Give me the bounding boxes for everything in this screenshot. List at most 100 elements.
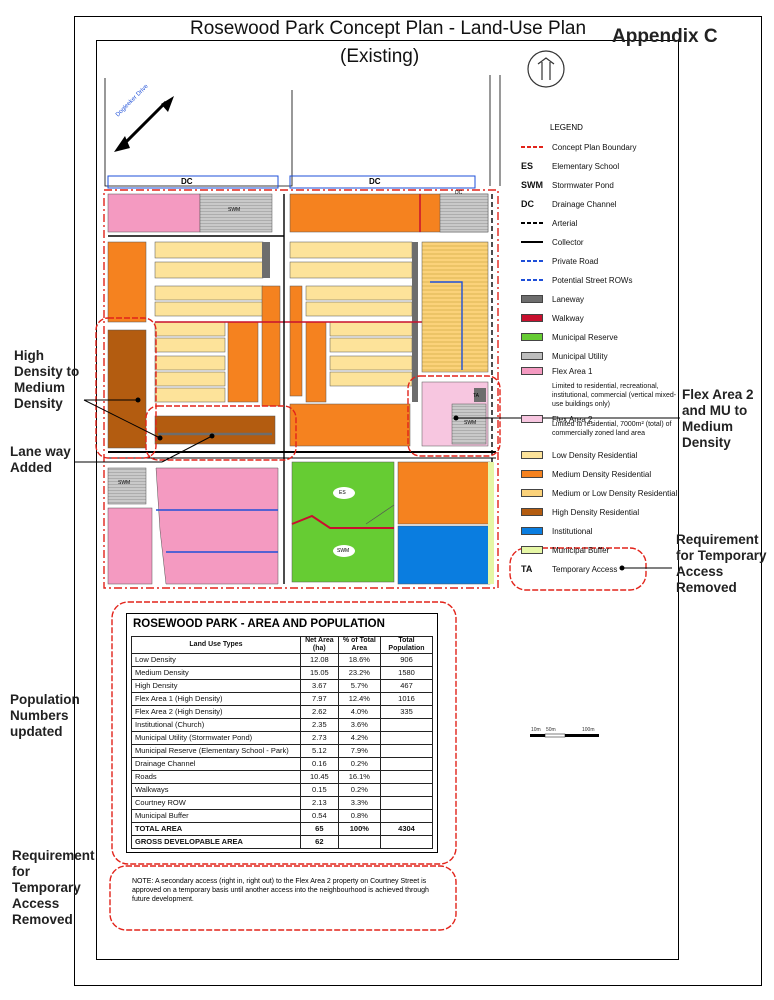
table-cell bbox=[380, 809, 433, 823]
table-cell bbox=[380, 757, 433, 771]
table-cell: Courtney ROW bbox=[131, 796, 301, 810]
table-cell: 65 bbox=[300, 822, 339, 836]
table-cell: 7.9% bbox=[337, 744, 382, 758]
legend-code: SWM bbox=[521, 180, 543, 190]
appendix-label: Appendix C bbox=[612, 26, 718, 47]
scale-label-100: 100m bbox=[582, 727, 595, 733]
swm-label-right: SWM bbox=[464, 420, 477, 426]
table-cell: 1016 bbox=[380, 692, 433, 706]
table-cell: 12.4% bbox=[337, 692, 382, 706]
dc-label-corner: DC bbox=[455, 190, 463, 196]
legend-item: Medium Density Residential bbox=[521, 467, 651, 481]
dc-label-right: DC bbox=[369, 177, 381, 186]
legend-label: Private Road bbox=[552, 256, 599, 266]
area-population-table: ROSEWOOD PARK - AREA AND POPULATION Land… bbox=[126, 613, 438, 853]
legend-item: Potential Street ROWs bbox=[521, 273, 632, 287]
legend-swatch bbox=[521, 314, 543, 322]
table-cell: 3.3% bbox=[337, 796, 382, 810]
table-cell bbox=[380, 783, 433, 797]
concept-plan-boundary bbox=[103, 189, 499, 589]
table-cell: 2.35 bbox=[300, 718, 339, 732]
table-cell: Walkways bbox=[131, 783, 301, 797]
table-row: Municipal Reserve (Elementary School - P… bbox=[131, 744, 433, 758]
legend-item: SWM Stormwater Pond bbox=[521, 178, 614, 192]
legend-flex2-note: Limited to residential, 7000m² (total) o… bbox=[552, 421, 672, 437]
table-cell bbox=[380, 718, 433, 732]
callout-population: Population Numbers updated bbox=[10, 692, 80, 739]
legend-swatch bbox=[521, 146, 543, 148]
table-cell: GROSS DEVELOPABLE AREA bbox=[131, 835, 301, 849]
table-cell: 0.15 bbox=[300, 783, 339, 797]
table-cell: Flex Area 1 (High Density) bbox=[131, 692, 301, 706]
legend-swatch bbox=[521, 367, 543, 375]
stormwater-pond-top bbox=[199, 193, 273, 233]
legend-item: Walkway bbox=[521, 311, 584, 325]
callout-requirement-left: Requirement for Temporary Access Removed bbox=[12, 848, 95, 927]
legend-code: TA bbox=[521, 564, 533, 574]
parcel-outline bbox=[104, 78, 293, 187]
north-arrow-icon bbox=[527, 50, 565, 88]
table-cell: Drainage Channel bbox=[131, 757, 301, 771]
legend-label: Municipal Utility bbox=[552, 351, 608, 361]
page-title: Rosewood Park Concept Plan - Land-Use Pl… bbox=[190, 18, 587, 39]
table-cell: 4304 bbox=[380, 822, 433, 836]
legend-label: Drainage Channel bbox=[552, 199, 617, 209]
table-cell: 5.7% bbox=[337, 679, 382, 693]
table-cell: 335 bbox=[380, 705, 433, 719]
legend-label: Elementary School bbox=[552, 161, 620, 171]
legend-item: Municipal Reserve bbox=[521, 330, 618, 344]
table-cell bbox=[380, 744, 433, 758]
table-cell: 62 bbox=[300, 835, 339, 849]
legend-swatch bbox=[521, 222, 543, 224]
table-cell: Municipal Utility (Stormwater Pond) bbox=[131, 731, 301, 745]
legend-swatch bbox=[521, 352, 543, 360]
legend-label: Walkway bbox=[552, 313, 584, 323]
legend-label: Stormwater Pond bbox=[552, 180, 614, 190]
legend-flex1-note: Limited to residential, recreational, in… bbox=[552, 383, 677, 408]
table-cell bbox=[380, 796, 433, 810]
table-cell: High Density bbox=[131, 679, 301, 693]
swm-label-center: SWM bbox=[337, 548, 350, 554]
table-cell: 3.67 bbox=[300, 679, 339, 693]
legend-item: TA Temporary Access bbox=[521, 562, 617, 576]
dc-label-left: DC bbox=[181, 177, 193, 186]
swm-label-top: SWM bbox=[228, 207, 241, 213]
table-cell: Flex Area 2 (High Density) bbox=[131, 705, 301, 719]
legend-label: Municipal Reserve bbox=[552, 332, 618, 342]
legend-item: DC Drainage Channel bbox=[521, 197, 617, 211]
legend-item: Flex Area 2 bbox=[521, 412, 592, 426]
legend-code: DC bbox=[521, 199, 534, 209]
table-cell: 16.1% bbox=[337, 770, 382, 784]
col-header-percent: % of Total Area bbox=[337, 636, 382, 654]
callout-requirement-right: Requirement for Temporary Access Removed bbox=[676, 532, 767, 595]
table-cell: Municipal Reserve (Elementary School - P… bbox=[131, 744, 301, 758]
page-subtitle: (Existing) bbox=[340, 46, 420, 67]
legend-swatch bbox=[521, 415, 543, 423]
plan-border bbox=[96, 40, 679, 960]
legend-swatch bbox=[521, 295, 543, 303]
table-cell: 467 bbox=[380, 679, 433, 693]
legend-item: Municipal Utility bbox=[521, 349, 608, 363]
note-text: NOTE: A secondary access (right in, righ… bbox=[132, 878, 429, 903]
legend-swatch bbox=[521, 333, 543, 341]
table-cell: 7.97 bbox=[300, 692, 339, 706]
legend-label: Institutional bbox=[552, 526, 593, 536]
legend-label: Medium Density Residential bbox=[552, 469, 652, 479]
callout-flex-area: Flex Area 2 and MU to Medium Density bbox=[682, 387, 754, 450]
scale-label-10: 10m bbox=[531, 727, 541, 733]
legend-swatch bbox=[521, 546, 543, 554]
table-cell: Institutional (Church) bbox=[131, 718, 301, 732]
col-header-population: Total Population bbox=[380, 636, 433, 654]
legend-item: High Density Residential bbox=[521, 505, 639, 519]
legend-label: Temporary Access bbox=[552, 564, 618, 574]
table-title: ROSEWOOD PARK - AREA AND POPULATION bbox=[133, 618, 385, 630]
table-cell: Municipal Buffer bbox=[131, 809, 301, 823]
table-cell: 1580 bbox=[380, 666, 433, 680]
municipal-reserve-block bbox=[291, 461, 395, 583]
